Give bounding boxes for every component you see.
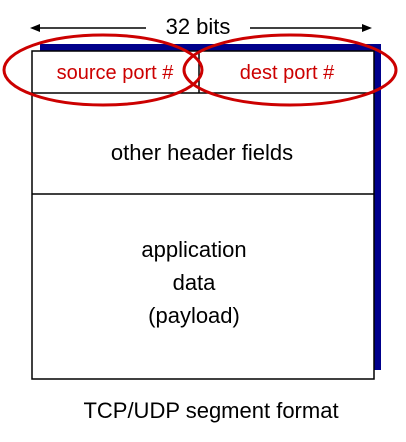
width-arrow-right-head	[362, 24, 372, 32]
app-data-line-2: data	[173, 270, 217, 295]
other-header-fields: other header fields	[111, 140, 293, 165]
source-port-field: source port #	[57, 62, 175, 84]
dest-port-field: dest port #	[240, 62, 335, 84]
app-data-line-3: (payload)	[148, 303, 240, 328]
diagram-caption: TCP/UDP segment format	[83, 398, 338, 423]
segment-box	[31, 50, 375, 380]
dest-port-highlight	[182, 33, 398, 107]
width-label: 32 bits	[166, 14, 231, 39]
width-arrow: 32 bits	[30, 14, 372, 39]
source-port-highlight	[2, 33, 204, 107]
width-arrow-left-head	[30, 24, 40, 32]
app-data-line-1: application	[141, 237, 246, 262]
